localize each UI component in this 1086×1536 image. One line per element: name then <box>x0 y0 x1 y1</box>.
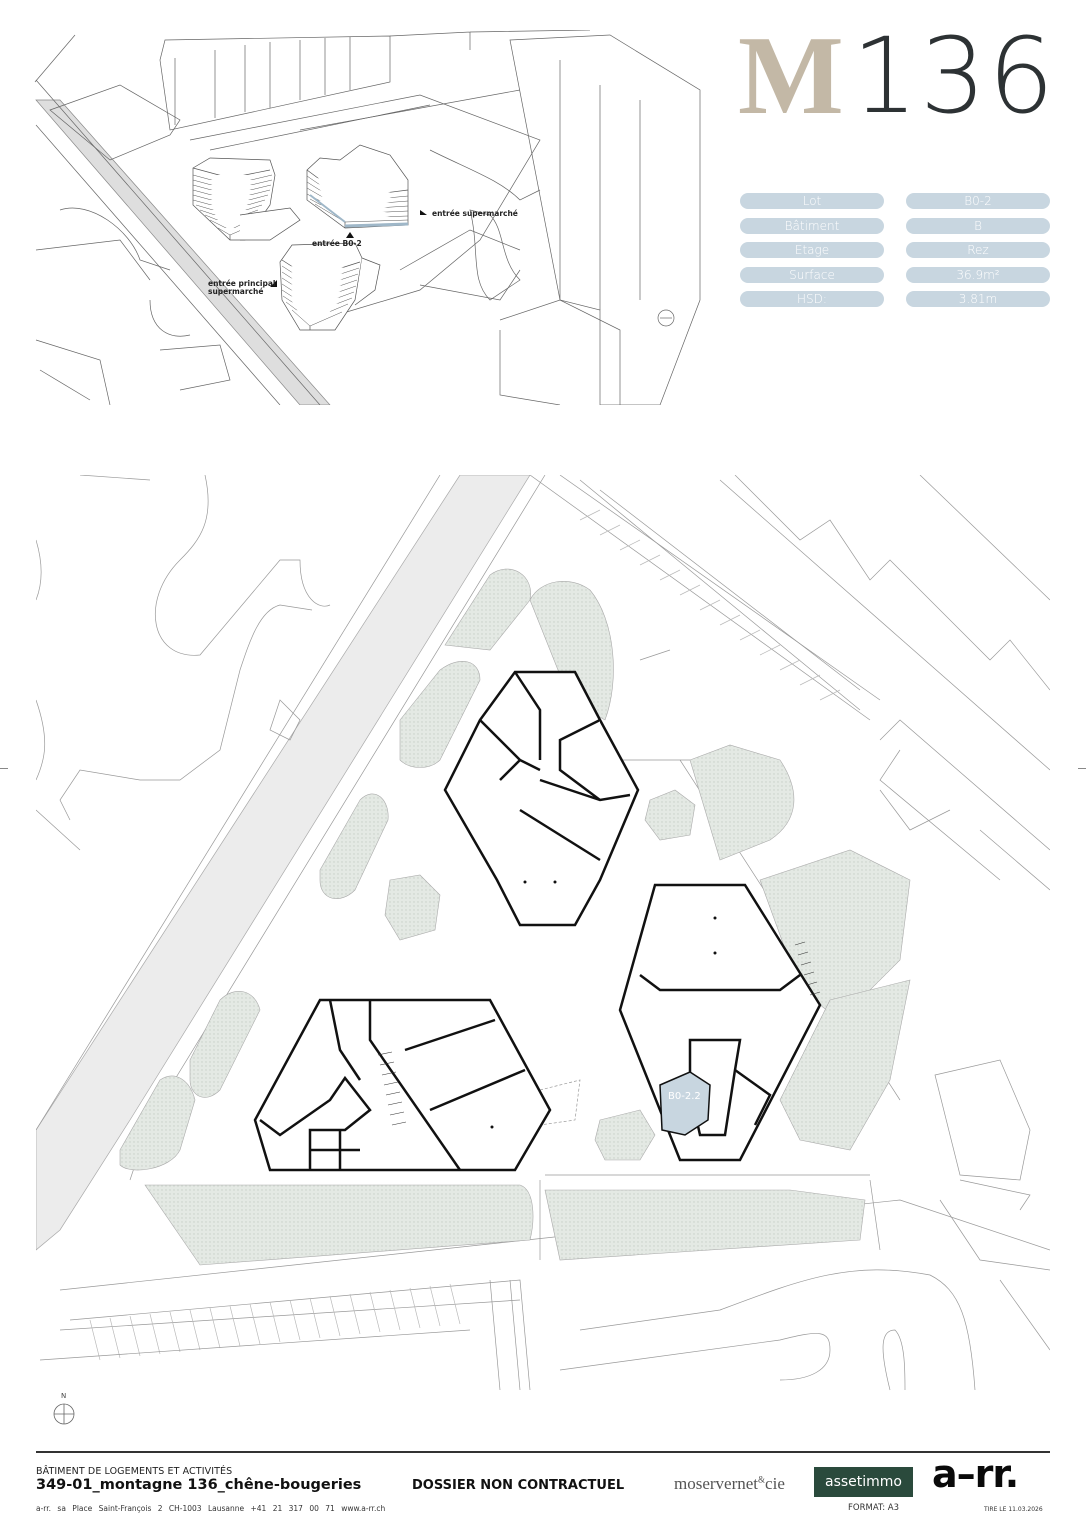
info-label: Lot <box>740 193 884 209</box>
partner1-amp: & <box>758 1474 766 1485</box>
info-value: 3.81m <box>906 291 1050 307</box>
footer-project-title: 349-01_montagne 136_chêne-bougeries <box>36 1477 362 1493</box>
info-row-building: Bâtiment B <box>740 217 1050 234</box>
partner1-main: moservernet <box>674 1474 759 1493</box>
footer-subtitle: BÂTIMENT DE LOGEMENTS ET ACTIVITÉS <box>36 1466 233 1477</box>
north-arrow <box>53 1403 75 1425</box>
crop-mark-left <box>0 768 8 769</box>
footer-disclaimer: DOSSIER NON CONTRACTUEL <box>412 1478 625 1493</box>
label-main-entrance-line1: entrée principal <box>208 279 276 288</box>
info-row-lot: Lot B0-2 <box>740 193 1050 209</box>
info-value: 36.9m² <box>906 266 1050 283</box>
footer-address: a-rr. sa Place Saint-François 2 CH-1003 … <box>36 1504 386 1513</box>
info-row-hsd: HSD: 3.81m <box>740 291 1050 307</box>
project-logo: M 136 <box>738 14 1057 138</box>
info-row-floor: Etage Rez <box>740 242 1050 258</box>
label-main-entrance-line2: supermarché <box>208 287 264 296</box>
info-value: B <box>906 217 1050 234</box>
entrance-marker-icon <box>270 280 277 287</box>
unit-label-b0-2-2: B0-2.2 <box>668 1091 701 1102</box>
info-value: Rez <box>906 242 1050 258</box>
logo-number: 136 <box>851 15 1057 137</box>
highlighted-unit-polygon <box>659 1071 711 1136</box>
info-label: Etage <box>740 242 884 258</box>
footer-divider <box>36 1451 1050 1453</box>
logo-letter: M <box>738 14 844 138</box>
info-row-surface: Surface 36.9m² <box>740 266 1050 283</box>
axonometric-site-view <box>34 30 701 405</box>
north-label: N <box>61 1392 67 1400</box>
ground-floor-site-plan <box>36 475 1050 1391</box>
label-main-entrance: entrée principal supermarché <box>208 280 276 296</box>
label-entrance-supermarket: entrée supermarché <box>432 209 518 218</box>
info-value: B0-2 <box>906 193 1050 209</box>
info-label: HSD: <box>740 291 884 307</box>
crop-mark-right <box>1078 768 1086 769</box>
info-label: Bâtiment <box>740 217 884 234</box>
entrance-marker-icon <box>346 232 354 238</box>
entrance-marker-icon <box>420 210 427 215</box>
info-label: Surface <box>740 266 884 283</box>
footer-format: FORMAT: A3 <box>848 1503 900 1513</box>
unit-info-table: Lot B0-2 Bâtiment B Etage Rez Surface 36… <box>740 193 1050 316</box>
architect-logo: a–rr. <box>932 1452 1019 1496</box>
label-entrance-unit: entrée B0-2 <box>312 239 362 248</box>
partner-logo-moservernet: moservernet&cie <box>674 1474 785 1494</box>
partner1-end: cie <box>765 1474 785 1493</box>
footer-print-date: TIRE LE 11.03.2026 <box>984 1506 1043 1513</box>
partner-logo-assetimmo: assetimmo <box>814 1467 913 1497</box>
